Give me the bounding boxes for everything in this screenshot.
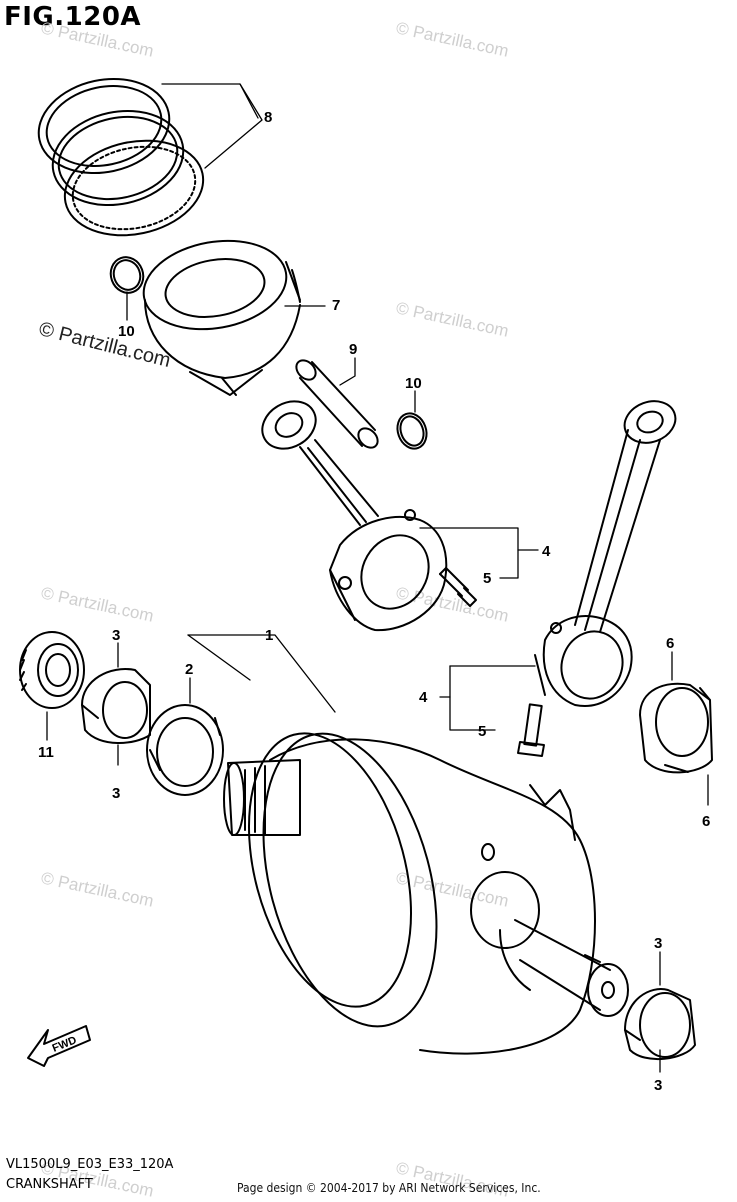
callout-number: 3 — [654, 1077, 662, 1094]
connecting-rod — [534, 400, 677, 707]
crank-gear — [19, 631, 85, 709]
forward-arrow-icon — [27, 1025, 91, 1067]
main-bearing — [624, 988, 696, 1061]
piston-pin-circlip — [396, 412, 428, 450]
callout-number: 11 — [38, 744, 54, 761]
con-rod-bolt — [439, 567, 477, 607]
callout-number: 8 — [264, 109, 272, 126]
callout-number: 3 — [112, 627, 120, 644]
diagram-code: VL1500L9_E03_E33_120A — [6, 1157, 174, 1172]
crankshaft — [223, 732, 629, 1055]
callout-number: 10 — [405, 375, 422, 392]
thrust-washer — [146, 704, 224, 796]
callout-number: 9 — [349, 341, 357, 358]
leader-lines — [46, 83, 709, 1073]
piston-pin — [295, 359, 379, 449]
callout-number: 4 — [542, 543, 551, 560]
connecting-rod — [261, 400, 448, 632]
callout-number: 3 — [654, 935, 662, 952]
figure-title: FIG.120A — [4, 2, 142, 32]
piston-pin-circlip — [109, 256, 145, 294]
piston — [142, 239, 301, 396]
callout-number: 2 — [185, 661, 193, 678]
callout-number: 7 — [332, 297, 340, 314]
copyright-footer: Page design © 2004-2017 by ARI Network S… — [237, 1181, 541, 1195]
callout-number: 5 — [478, 723, 486, 740]
callout-number: 3 — [112, 785, 120, 802]
con-rod-bearing — [639, 682, 713, 774]
callout-number: 6 — [702, 813, 710, 830]
callout-number: 4 — [419, 689, 428, 706]
con-rod-bolt — [517, 703, 545, 757]
piston-ring-set — [37, 77, 205, 237]
diagram-subtitle: CRANKSHAFT — [6, 1177, 93, 1192]
callout-number: 1 — [265, 627, 273, 644]
callout-number: 5 — [483, 570, 491, 587]
callout-number: 6 — [666, 635, 674, 652]
main-bearing — [81, 668, 151, 744]
callout-number: 10 — [118, 323, 135, 340]
